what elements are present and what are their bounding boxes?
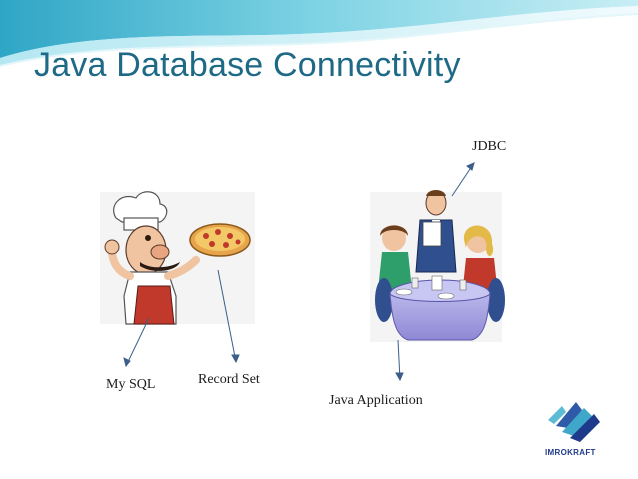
label-record-set: Record Set [198, 372, 260, 387]
slide-title: Java Database Connectivity [34, 46, 461, 84]
label-jdbc: JDBC [472, 139, 507, 154]
arrow-java-application [395, 339, 404, 382]
arrow-jdbc [451, 162, 475, 197]
dining-illustration [370, 190, 505, 342]
header-wave [0, 0, 638, 67]
imrokraft-logo: IMROKRAFT [527, 398, 617, 462]
label-java-application: Java Application [329, 393, 423, 408]
chef-illustration [100, 191, 255, 325]
logo-text: IMROKRAFT [545, 448, 596, 457]
arrow-mysql [123, 317, 150, 368]
label-mysql: My SQL [106, 377, 156, 392]
arrow-record-set [217, 269, 240, 364]
arrows [123, 162, 475, 382]
